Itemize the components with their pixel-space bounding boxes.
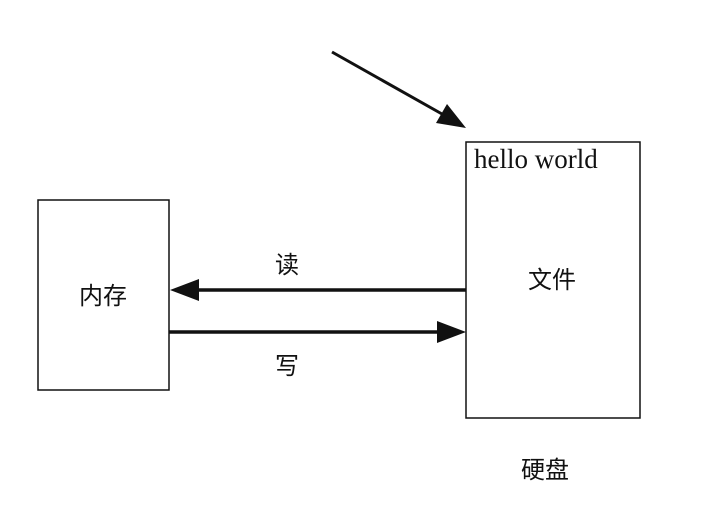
write-arrow <box>169 321 466 343</box>
pointer-arrow <box>331 50 466 128</box>
read-arrow <box>170 279 466 301</box>
memory-label: 内存 <box>79 282 127 310</box>
disk-box <box>465 141 641 419</box>
write-label: 写 <box>275 352 299 380</box>
file-content-text: hello world <box>474 144 598 174</box>
file-label: 文件 <box>528 266 576 294</box>
disk-label: 硬盘 <box>521 456 569 484</box>
read-label: 读 <box>275 251 299 279</box>
memory-box <box>37 199 170 391</box>
